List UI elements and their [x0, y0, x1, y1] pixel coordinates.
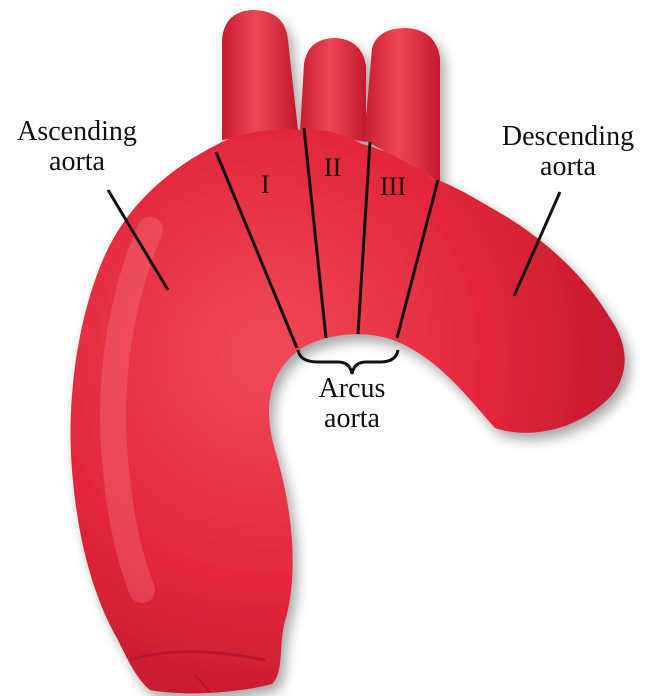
ascending-line-2: aorta [2, 147, 152, 177]
arcus-line-1: Arcus [292, 374, 412, 404]
zone-label-2: II [324, 153, 341, 183]
ascending-aorta-label: Ascending aorta [2, 117, 152, 177]
arch-brace [298, 350, 398, 374]
vessel-group [70, 10, 624, 693]
descending-aorta-label: Descending aorta [488, 122, 648, 182]
ascending-line-1: Ascending [2, 117, 152, 147]
zone-label-1: I [261, 170, 270, 200]
descending-line-2: aorta [488, 152, 648, 182]
brachiocephalic-branch [222, 10, 298, 140]
descending-line-1: Descending [488, 122, 648, 152]
arcus-aorta-label: Arcus aorta [292, 374, 412, 434]
arcus-line-2: aorta [292, 404, 412, 434]
left-common-carotid-branch [300, 38, 366, 142]
zone-label-3: III [380, 172, 406, 202]
